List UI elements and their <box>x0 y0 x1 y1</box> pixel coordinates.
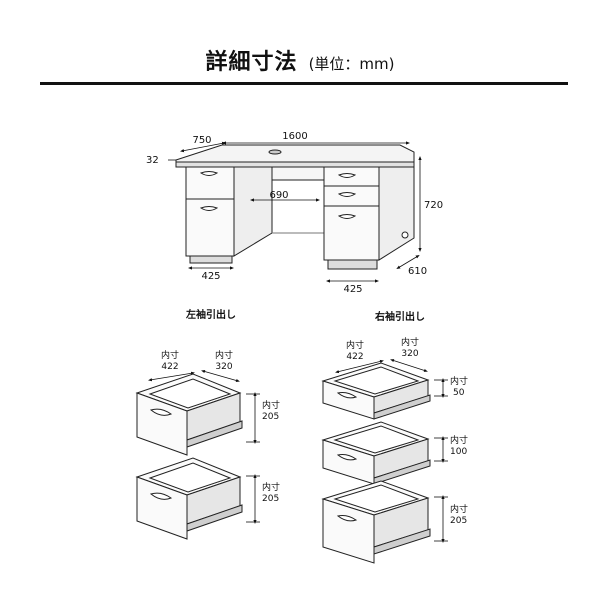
right-inner-width: 422 <box>346 352 363 362</box>
desk-height: 720 <box>424 200 443 211</box>
desk-knee-width: 690 <box>269 190 288 201</box>
right-section-caption: 右袖引出し <box>374 310 425 323</box>
left-drawer-1-height: 205 <box>262 412 279 422</box>
left-drawer-1 <box>135 373 243 456</box>
left-drawer-1-label: 内寸 <box>262 399 280 411</box>
desk-depth: 750 <box>192 135 211 146</box>
right-drawer-3-label: 内寸 <box>450 503 468 515</box>
left-inner-depth: 320 <box>215 362 232 372</box>
right-inner-label-width: 内寸 <box>346 339 364 351</box>
right-drawer-1 <box>321 362 431 420</box>
desk-left-pedestal: 425 <box>201 271 220 282</box>
left-drawer-2 <box>135 457 243 540</box>
left-drawer-1-dim <box>246 392 260 444</box>
desk-right-pedestal: 425 <box>343 284 362 295</box>
left-inner-width: 422 <box>161 362 178 372</box>
right-drawer-2-label: 内寸 <box>450 434 468 446</box>
left-inner-label-width: 内寸 <box>161 349 179 361</box>
right-drawer-2 <box>321 421 431 485</box>
title-unit: (単位：mm) <box>308 55 395 73</box>
left-drawer-2-height: 205 <box>262 494 279 504</box>
right-inner-depth: 320 <box>401 349 418 359</box>
title-main: 詳細寸法 <box>205 50 298 75</box>
right-drawer-3-height: 205 <box>450 516 467 526</box>
desk-width: 1600 <box>282 131 307 142</box>
right-drawer-1-label: 内寸 <box>450 375 468 387</box>
right-inner-label-depth: 内寸 <box>401 336 419 348</box>
left-inner-label-depth: 内寸 <box>215 349 233 361</box>
right-drawer-3 <box>321 480 431 564</box>
right-drawer-1-dim <box>434 378 448 398</box>
desk-pedestal-depth: 610 <box>408 266 427 277</box>
desk-top-thickness: 32 <box>146 155 159 166</box>
right-drawer-2-height: 100 <box>450 447 467 457</box>
desk-illustration <box>175 144 415 270</box>
desk-dimension-lines <box>168 141 422 283</box>
left-section-caption: 左袖引出し <box>185 308 236 321</box>
left-drawer-2-label: 内寸 <box>262 481 280 493</box>
title-rule <box>40 82 568 85</box>
page-title: 詳細寸法 (単位：mm) <box>0 44 600 76</box>
right-drawer-2-dim <box>434 436 448 463</box>
right-drawer-1-height: 50 <box>453 388 465 398</box>
right-drawer-3-dim <box>434 495 448 543</box>
left-top-dim-lines <box>148 370 240 382</box>
left-drawer-2-dim <box>246 474 260 524</box>
right-top-dim-lines <box>335 359 428 374</box>
